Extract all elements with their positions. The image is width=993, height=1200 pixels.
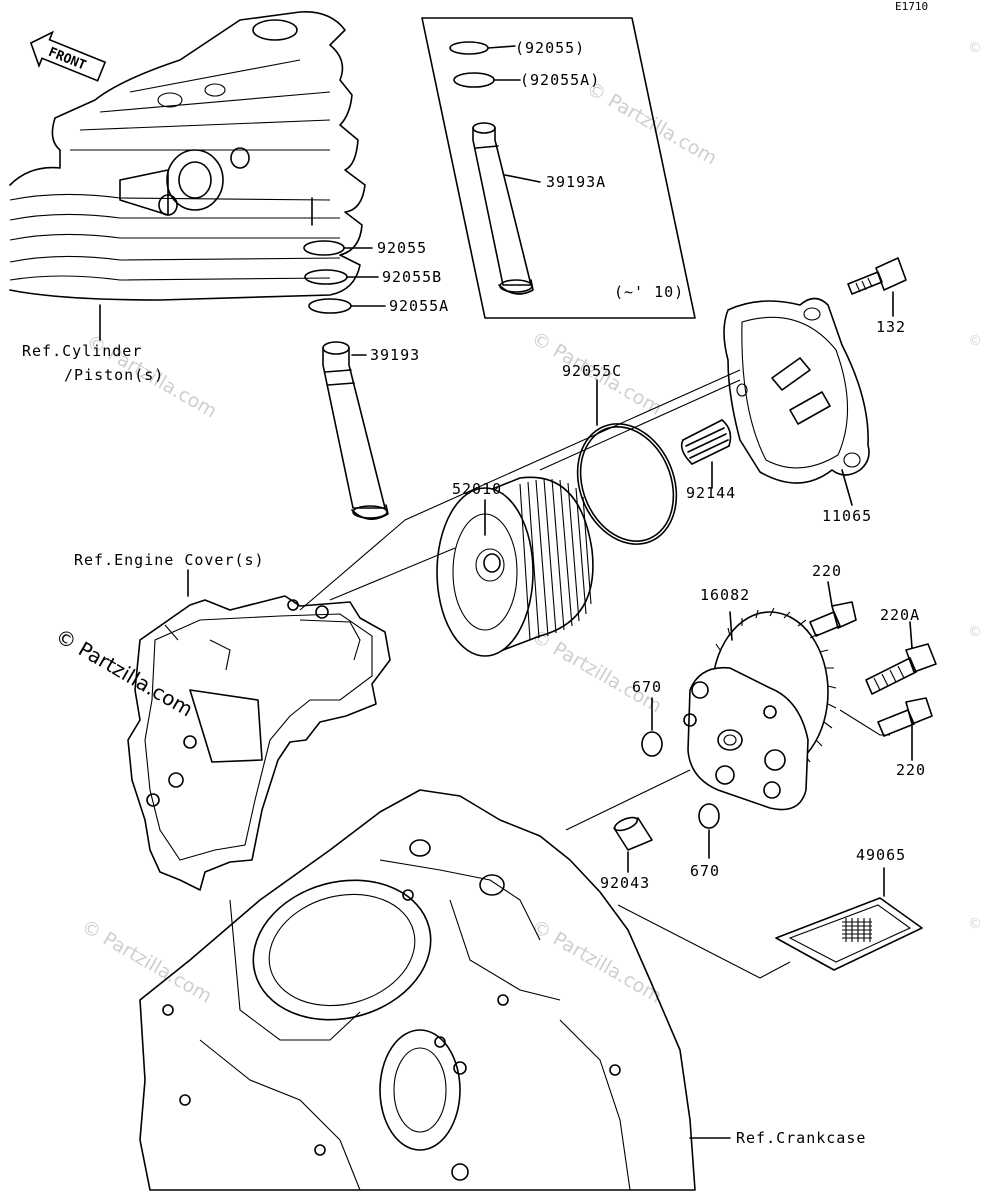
label-670-bottom: 670 bbox=[690, 862, 720, 880]
front-arrow-icon: FRONT bbox=[29, 30, 107, 82]
copyright-mark: © bbox=[968, 624, 982, 640]
o-ring-670-bottom bbox=[698, 803, 720, 829]
label-16082: 16082 bbox=[700, 586, 750, 604]
label-39193: 39193 bbox=[370, 346, 420, 364]
label-ref-piston: /Piston(s) bbox=[64, 366, 164, 384]
o-ring-92055c bbox=[576, 423, 678, 545]
label-ref-cylinder: Ref.Cylinder bbox=[22, 342, 142, 360]
engine-cover-reference-drawing bbox=[127, 595, 391, 891]
copyright-mark: © bbox=[968, 916, 982, 932]
oil-filter-52010 bbox=[436, 476, 594, 657]
o-rings-stack: 92055 92055B 92055A bbox=[303, 239, 449, 315]
watermark-text: © Partzilla.com bbox=[528, 625, 666, 717]
bolt-220a bbox=[865, 643, 937, 695]
copyright-mark: © bbox=[968, 333, 982, 349]
label-ref-engine-cover: Ref.Engine Cover(s) bbox=[74, 551, 265, 569]
label-92055b: 92055B bbox=[382, 268, 442, 286]
label-92144: 92144 bbox=[686, 484, 736, 502]
label-670-top: 670 bbox=[632, 678, 662, 696]
oil-pump-16082 bbox=[683, 607, 837, 811]
crankcase-reference-drawing bbox=[139, 789, 696, 1191]
copyright-mark: © bbox=[968, 40, 982, 56]
o-ring-92055 bbox=[449, 41, 489, 55]
partzilla-watermark: © Partzilla.com bbox=[52, 624, 198, 722]
dowel-pin-92043 bbox=[613, 816, 653, 851]
label-inset-note: (~' 10) bbox=[614, 283, 684, 301]
watermark-text: © Partzilla.com bbox=[528, 915, 666, 1007]
label-220-bottom: 220 bbox=[896, 761, 926, 779]
oil-pipe-39193a bbox=[472, 122, 534, 295]
o-ring-92055a bbox=[453, 72, 495, 88]
inset-box-early-models: (92055) (92055A) 39193A (~' 10) bbox=[421, 17, 696, 319]
label-49065: 49065 bbox=[856, 846, 906, 864]
oil-strainer-49065 bbox=[775, 897, 923, 971]
label-92055-paren: (92055) bbox=[515, 39, 585, 57]
label-ref-crankcase: Ref.Crankcase bbox=[736, 1129, 866, 1147]
bolt-220-bottom bbox=[877, 697, 933, 737]
o-ring-670-top bbox=[641, 731, 663, 757]
label-92055a-paren: (92055A) bbox=[520, 71, 600, 89]
label-92055a: 92055A bbox=[389, 297, 449, 315]
cylinder-reference-drawing bbox=[9, 11, 366, 301]
spring-92144 bbox=[680, 419, 732, 465]
label-220-top: 220 bbox=[812, 562, 842, 580]
label-11065: 11065 bbox=[822, 507, 872, 525]
diagram-code: E1710 bbox=[895, 0, 928, 13]
watermark-text: © Partzilla.com bbox=[583, 77, 721, 169]
label-92055c: 92055C bbox=[562, 362, 622, 380]
bolt-132 bbox=[847, 257, 907, 295]
o-ring-92055b bbox=[304, 269, 348, 285]
oil-pipe-39193: 39193 bbox=[311, 197, 420, 520]
o-ring-92055 bbox=[303, 240, 345, 256]
label-220a: 220A bbox=[880, 606, 920, 624]
label-92055: 92055 bbox=[377, 239, 427, 257]
bolt-220-top bbox=[809, 601, 857, 637]
label-39193a: 39193A bbox=[546, 173, 606, 191]
o-ring-92055a bbox=[308, 298, 352, 314]
oil-filter-cover-11065 bbox=[723, 297, 870, 484]
label-132: 132 bbox=[876, 318, 906, 336]
label-92043: 92043 bbox=[600, 874, 650, 892]
